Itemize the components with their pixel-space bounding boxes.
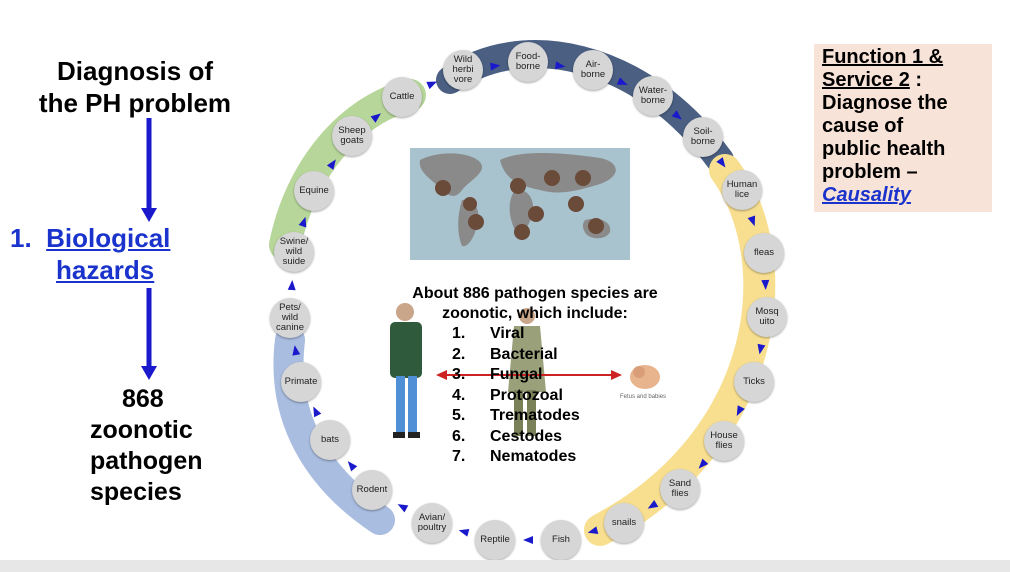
cycle-arrow-icon: [313, 406, 322, 418]
zoonotic-count-line4: species: [90, 478, 182, 506]
pathogen-item: 6.Cestodes: [452, 427, 563, 445]
cycle-node: bats: [310, 420, 350, 460]
pathogen-item: 4.Protozoal: [452, 386, 563, 404]
flow-arrow-down-2: [141, 288, 157, 380]
function-line5: public health: [822, 138, 946, 160]
world-map-image: [410, 148, 630, 260]
diagnosis-title: Diagnosis of the PH problem: [10, 55, 260, 119]
hazard-number: 1.: [10, 223, 32, 253]
diagnosis-title-line1: Diagnosis of: [56, 56, 213, 86]
biological-link[interactable]: Biological: [46, 223, 171, 253]
cycle-arrow-icon: [458, 528, 470, 537]
fetus-label: Fetus and babies: [620, 394, 667, 400]
flow-arrow-down-1: [141, 118, 157, 222]
cycle-node: Food- borne: [508, 42, 548, 82]
diagnosis-title-line2: the PH problem: [38, 88, 232, 118]
cycle-arrow-icon: [347, 461, 358, 472]
cycle-node: Sand flies: [660, 469, 700, 509]
cycle-node: Equine: [294, 171, 334, 211]
cycle-arrow-icon: [736, 405, 745, 416]
function-line1: Function 1 &: [822, 46, 944, 68]
function-line2-suffix: :: [909, 69, 923, 91]
cycle-node: Avian/ poultry: [412, 503, 452, 543]
function-line3: Diagnose the: [822, 92, 948, 114]
cycle-arrow-icon: [287, 280, 296, 291]
cycle-arrow-icon: [397, 504, 409, 513]
zoonotic-count-line2: zoonotic: [90, 416, 193, 444]
function-box: [814, 44, 992, 212]
pathogen-item: 7.Nematodes: [452, 448, 577, 465]
cycle-node: Primate: [281, 362, 321, 402]
causality-link[interactable]: Causality: [822, 184, 911, 206]
cycle-arrow-icon: [698, 458, 709, 469]
pathogen-item: 3.Fungal: [452, 366, 543, 383]
function-line4: cause of: [822, 115, 904, 137]
cycle-arrows: [287, 61, 770, 544]
biological-hazards-item: 1. Biological hazards: [10, 222, 220, 286]
cycle-node: fleas: [744, 233, 784, 273]
cycle-arrow-icon: [426, 81, 438, 90]
cycle-arrow-icon: [523, 536, 533, 544]
pathogen-summary: About 886 pathogen species are zoonotic,…: [370, 284, 700, 468]
zoonotic-count-number: 868: [122, 385, 164, 413]
cycle-arrow-icon: [647, 499, 659, 509]
cycle-arrow-icon: [326, 159, 336, 170]
cycle-arrow-icon: [747, 215, 756, 227]
hazards-link[interactable]: hazards: [56, 255, 155, 285]
cycle-node: Soil- borne: [683, 117, 723, 157]
cycle-node: Mosq uito: [747, 297, 787, 337]
cycle-node: Wild herbi vore: [443, 50, 483, 90]
cycle-node: Ticks: [734, 362, 774, 402]
cycle-node: Sheep goats: [332, 116, 372, 156]
pathogen-list: 1.Viral 2.Bacterial 3.Fungal 4.Protozoal…: [370, 324, 700, 468]
cycle-arrow-icon: [490, 62, 501, 71]
cycle-arrow-icon: [292, 345, 301, 356]
zoonotic-count-text: 868 zoonotic pathogen species: [60, 384, 240, 508]
cycle-node: Water- borne: [633, 76, 673, 116]
cycle-node: Human lice: [722, 170, 762, 210]
function-box-text: Function 1 & Service 2 : Diagnose the ca…: [822, 46, 990, 207]
cycle-node: Reptile: [475, 520, 515, 560]
pathogen-item: 2.Bacterial: [452, 345, 558, 363]
pathogen-heading-line2: zoonotic, which include:: [442, 305, 628, 322]
cycle-node: Fish: [541, 520, 581, 560]
cycle-node: snails: [604, 503, 644, 543]
cycle-arrow-icon: [671, 110, 682, 120]
cycle-node: Rodent: [352, 470, 392, 510]
cycle-node: Cattle: [382, 77, 422, 117]
cycle-node: House flies: [704, 421, 744, 461]
cycle-node: Swine/ wild suide: [274, 232, 314, 272]
zoonotic-count-line3: pathogen: [90, 447, 203, 475]
cycle-arrow-icon: [757, 343, 766, 355]
transmission-arrow-double: [436, 370, 622, 380]
pathogen-heading-line1: About 886 pathogen species are: [412, 285, 658, 302]
cycle-node: Air- borne: [573, 50, 613, 90]
function-line2: Service 2: [822, 69, 910, 91]
cycle-arrow-icon: [716, 157, 726, 168]
fetus-image: [630, 365, 660, 389]
cycle-arrow-icon: [616, 77, 628, 85]
cycle-arrow-icon: [370, 113, 381, 123]
bottom-bar: [0, 560, 1010, 572]
cycle-arrow-icon: [587, 526, 599, 535]
cycle-arrow-icon: [298, 216, 307, 228]
function-line6: problem –: [822, 161, 918, 183]
cycle-arrow-icon: [761, 279, 770, 290]
cycle-node: Pets/ wild canine: [270, 298, 310, 338]
pathogen-item: 1.Viral: [452, 325, 525, 342]
human-figure-adult: [390, 303, 422, 438]
pathogen-item: 5.Trematodes: [452, 407, 580, 424]
cycle-arrow-icon: [555, 61, 566, 70]
